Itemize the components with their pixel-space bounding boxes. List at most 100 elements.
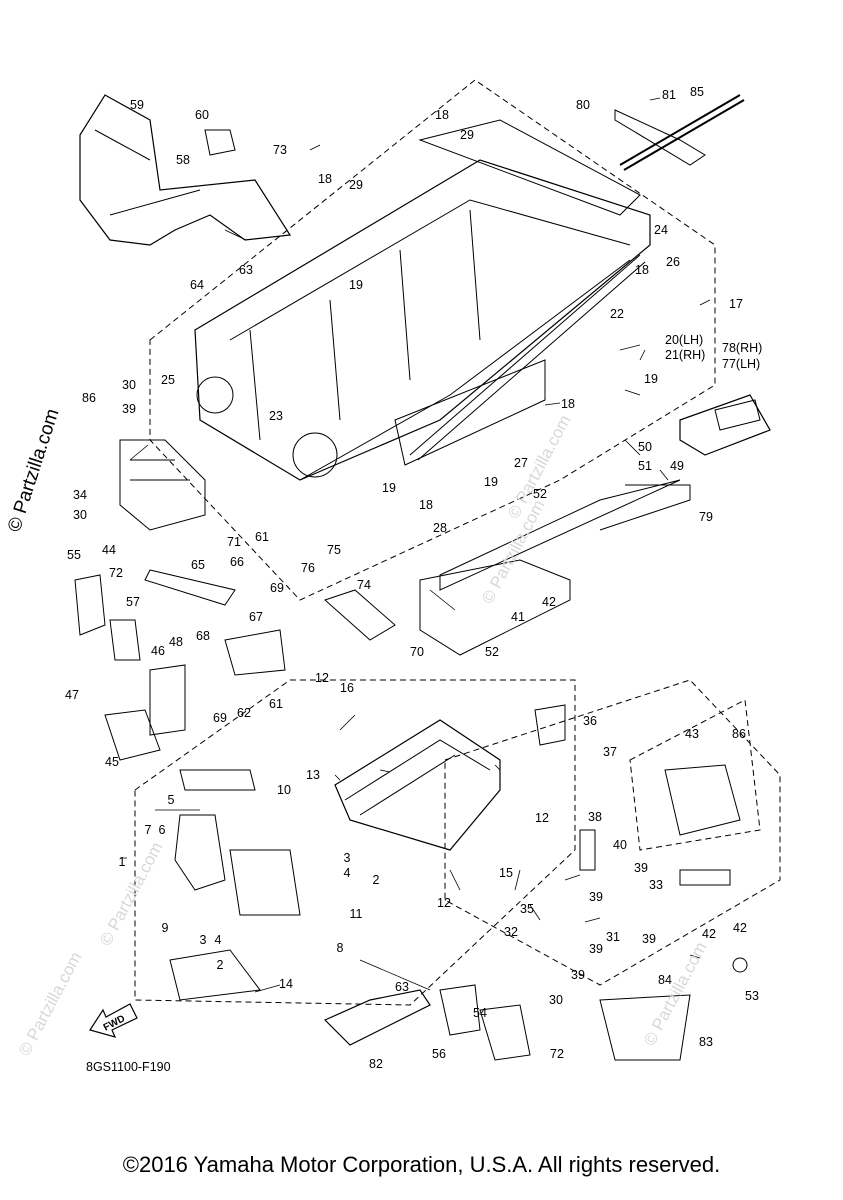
callout-45: 45 <box>105 755 119 769</box>
callout-44: 44 <box>102 543 116 557</box>
callout-30: 30 <box>549 993 563 1007</box>
callout-17: 17 <box>729 297 743 311</box>
callout-42: 42 <box>542 595 556 609</box>
callout-33: 33 <box>649 878 663 892</box>
callout-49: 49 <box>670 459 684 473</box>
callout-71: 71 <box>227 535 241 549</box>
callout-42: 42 <box>702 927 716 941</box>
callout-29: 29 <box>349 178 363 192</box>
callout-23: 23 <box>269 409 283 423</box>
callout-56: 56 <box>432 1047 446 1061</box>
callout-35: 35 <box>520 902 534 916</box>
front-upper-assembly <box>79 94 292 246</box>
main-frame <box>194 159 651 481</box>
callout-59: 59 <box>130 98 144 112</box>
right-enclosure <box>444 679 781 986</box>
callout-41: 41 <box>511 610 525 624</box>
steering-enclosure <box>629 699 761 851</box>
rail-24 <box>409 254 646 461</box>
callout-78-rh: 78(RH) <box>722 341 763 355</box>
callout-12: 12 <box>315 671 329 685</box>
callout-39: 39 <box>589 890 603 904</box>
callout-29: 29 <box>460 128 474 142</box>
callout-18: 18 <box>561 397 575 411</box>
callout-18: 18 <box>419 498 433 512</box>
callout-66: 66 <box>230 555 244 569</box>
callout-77-lh: 77(LH) <box>722 357 761 371</box>
callout-46: 46 <box>151 644 165 658</box>
callout-1: 1 <box>118 855 126 869</box>
callout-85: 85 <box>690 85 704 99</box>
callout-30: 30 <box>122 378 136 392</box>
callout-16: 16 <box>340 681 354 695</box>
duct-82 <box>323 989 431 1046</box>
callout-82: 82 <box>369 1057 383 1071</box>
callout-2: 2 <box>372 873 380 887</box>
callout-4: 4 <box>343 866 351 880</box>
callout-25: 25 <box>161 373 175 387</box>
callout-64: 64 <box>190 278 204 292</box>
callout-51: 51 <box>638 459 652 473</box>
callout-50: 50 <box>638 440 652 454</box>
callout-18: 18 <box>435 108 449 122</box>
callout-19: 19 <box>484 475 498 489</box>
callout-22: 22 <box>610 307 624 321</box>
callout-52: 52 <box>533 487 547 501</box>
callout-4: 4 <box>214 933 222 947</box>
callout-20-lh: 20(LH) <box>665 333 704 347</box>
frame-enclosure <box>149 79 716 601</box>
callout-67: 67 <box>249 610 263 624</box>
callout-83: 83 <box>699 1035 713 1049</box>
callout-26: 26 <box>666 255 680 269</box>
callout-14: 14 <box>279 977 293 991</box>
callout-18: 18 <box>635 263 649 277</box>
callout-28: 28 <box>433 521 447 535</box>
lower-enclosure <box>134 679 576 1006</box>
callout-69: 69 <box>270 581 284 595</box>
callout-34: 34 <box>73 488 87 502</box>
callout-6: 6 <box>158 823 166 837</box>
callout-86: 86 <box>732 727 746 741</box>
shield-83 <box>599 994 691 1061</box>
rod-85 <box>619 94 745 171</box>
diagram-code: 8GS1100-F190 <box>86 1060 171 1074</box>
callout-63: 63 <box>395 980 409 994</box>
callout-36: 36 <box>583 714 597 728</box>
callout-8: 8 <box>336 941 344 955</box>
callout-74: 74 <box>357 578 371 592</box>
callout-3: 3 <box>343 851 351 865</box>
callout-62: 62 <box>237 706 251 720</box>
callout-40: 40 <box>613 838 627 852</box>
callout-27: 27 <box>514 456 528 470</box>
callout-86: 86 <box>82 391 96 405</box>
callout-9: 9 <box>161 921 169 935</box>
callout-39: 39 <box>571 968 585 982</box>
callout-84: 84 <box>658 973 672 987</box>
callout-42: 42 <box>733 921 747 935</box>
callout-3: 3 <box>199 933 207 947</box>
callout-19: 19 <box>644 372 658 386</box>
callout-43: 43 <box>685 727 699 741</box>
callout-69: 69 <box>213 711 227 725</box>
callout-72: 72 <box>550 1047 564 1061</box>
callout-61: 61 <box>255 530 269 544</box>
callout-39: 39 <box>122 402 136 416</box>
guard-74 <box>324 589 396 641</box>
copyright-notice: ©2016 Yamaha Motor Corporation, U.S.A. A… <box>122 1152 721 1177</box>
callout-72: 72 <box>109 566 123 580</box>
callout-24: 24 <box>654 223 668 237</box>
leader-lines <box>120 97 711 993</box>
callout-58: 58 <box>176 153 190 167</box>
callout-39: 39 <box>634 861 648 875</box>
callout-55: 55 <box>67 548 81 562</box>
callout-75: 75 <box>327 543 341 557</box>
callout-10: 10 <box>277 783 291 797</box>
callout-76: 76 <box>301 561 315 575</box>
callout-19: 19 <box>349 278 363 292</box>
callout-15: 15 <box>499 866 513 880</box>
callout-79: 79 <box>699 510 713 524</box>
callout-68: 68 <box>196 629 210 643</box>
callout-5: 5 <box>167 793 175 807</box>
callout-32: 32 <box>504 925 518 939</box>
